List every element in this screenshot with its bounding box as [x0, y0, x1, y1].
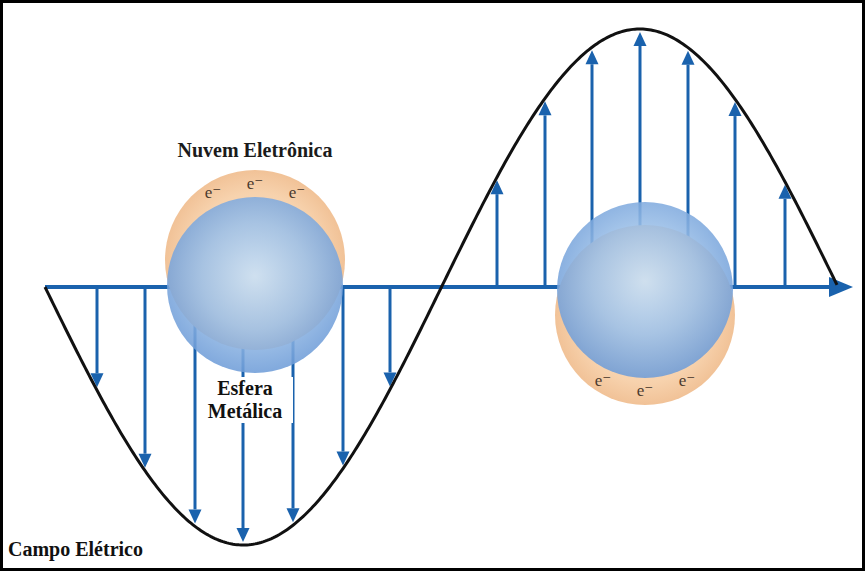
field-arrow: [729, 102, 742, 287]
arrow-shaft: [144, 287, 147, 454]
text-holder: Campo Elétrico: [8, 538, 143, 561]
axis-arrowhead: [829, 277, 853, 297]
text-holder: e⁻: [247, 175, 264, 194]
text-holder: Nuvem Eletrônica: [178, 139, 333, 162]
electron-label: e⁻: [637, 382, 654, 401]
field-label: Campo Elétrico: [8, 538, 143, 561]
field-arrow: [91, 287, 104, 387]
arrow-shaft: [496, 194, 499, 287]
sine-curve: [45, 29, 837, 545]
cloud-heading: Nuvem Eletrônica: [178, 139, 333, 162]
electron-label: e⁻: [289, 184, 306, 203]
arrow-shaft: [734, 116, 737, 287]
electron-label: e⁻: [247, 175, 264, 194]
electron-label: e⁻: [595, 372, 612, 391]
arrow-head: [237, 528, 250, 542]
text-holder: e⁻: [679, 372, 696, 391]
field-arrow: [779, 185, 792, 287]
arrow-head: [634, 32, 647, 46]
arrow-shaft: [389, 287, 392, 372]
field-arrow: [384, 287, 397, 386]
metal-sphere: [557, 202, 733, 378]
field-arrow: [491, 180, 504, 287]
field-arrow: [337, 287, 350, 466]
arrow-shaft: [342, 287, 345, 452]
field-arrow: [139, 287, 152, 468]
text-holder: e⁻: [205, 184, 222, 203]
metal-sphere: [167, 197, 343, 373]
electron-label: e⁻: [679, 372, 696, 391]
arrow-shaft: [96, 287, 99, 373]
text-holder: e⁻: [595, 372, 612, 391]
sphere-label: Esfera Metálica: [197, 377, 293, 423]
text-holder: e⁻: [637, 382, 654, 401]
arrow-shaft: [784, 199, 787, 287]
field-arrow: [539, 101, 552, 287]
electron-label: e⁻: [205, 184, 222, 203]
arrow-shaft: [544, 115, 547, 287]
text-holder: Esfera Metálica: [197, 377, 293, 423]
text-holder: e⁻: [289, 184, 306, 203]
